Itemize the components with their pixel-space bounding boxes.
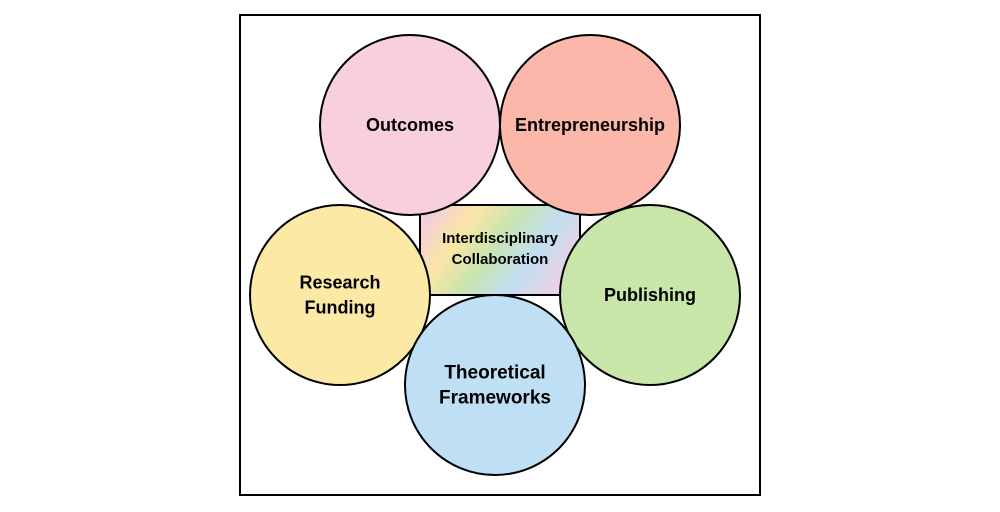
center-line-1: Interdisciplinary <box>442 230 559 247</box>
node-label: Research <box>299 273 380 293</box>
center-box: Interdisciplinary Collaboration <box>419 204 581 296</box>
node-label: Funding <box>305 298 376 318</box>
node-label: Publishing <box>604 285 696 305</box>
node-label: Entrepreneurship <box>515 115 665 135</box>
node-label: Frameworks <box>439 388 551 409</box>
node-label: Theoretical <box>444 363 545 384</box>
center-line-2: Collaboration <box>452 251 549 268</box>
node-label: Outcomes <box>366 115 454 135</box>
node-circle <box>559 204 741 386</box>
node-circle <box>249 204 431 386</box>
node-circle <box>404 294 586 476</box>
node-outcomes: Outcomes <box>319 34 501 216</box>
node-publishing: Publishing <box>559 204 741 386</box>
node-circle <box>499 34 681 216</box>
node-entrepreneurship: Entrepreneurship <box>499 34 681 216</box>
